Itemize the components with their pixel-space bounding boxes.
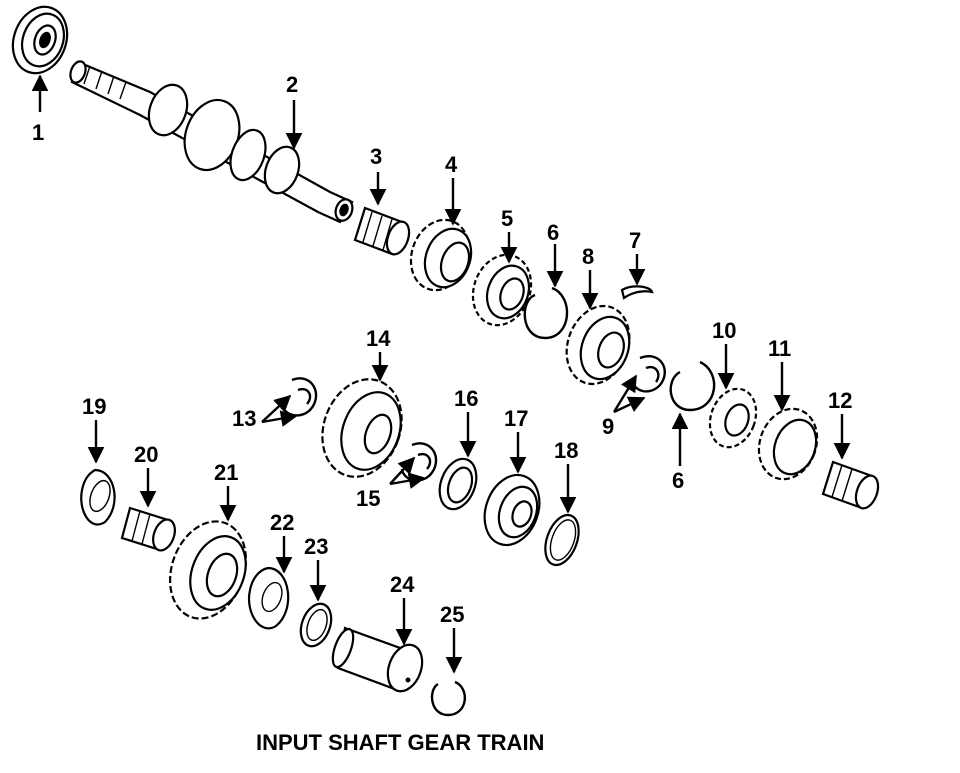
callout-25: 25 bbox=[440, 602, 464, 627]
callout-15: 15 bbox=[356, 486, 380, 511]
needle-bearing-part-3[interactable] bbox=[353, 206, 413, 257]
callout-20: 20 bbox=[134, 442, 158, 467]
callout-4: 4 bbox=[445, 152, 458, 177]
callout-2: 2 bbox=[286, 72, 298, 97]
diagram-title: INPUT SHAFT GEAR TRAIN bbox=[256, 730, 544, 755]
gear-part-11[interactable] bbox=[749, 401, 826, 488]
snap-ring-part-9[interactable] bbox=[630, 355, 666, 393]
callout-18: 18 bbox=[554, 438, 578, 463]
thrust-washer-part-19[interactable] bbox=[80, 468, 116, 526]
shim-part-18[interactable] bbox=[539, 510, 585, 569]
callout-1: 1 bbox=[32, 120, 44, 145]
input-shaft-part-2[interactable] bbox=[68, 59, 356, 224]
shaft-sleeve-part-24[interactable] bbox=[329, 626, 429, 696]
gear-part-14[interactable] bbox=[309, 368, 415, 488]
snap-ring-part-6b[interactable] bbox=[669, 360, 716, 412]
callout-6a: 6 bbox=[547, 220, 559, 245]
gear-part-21[interactable] bbox=[157, 511, 259, 630]
synchro-ring-part-16[interactable] bbox=[433, 454, 483, 514]
callout-14: 14 bbox=[366, 326, 391, 351]
callout-9: 9 bbox=[602, 414, 614, 439]
key-part-7[interactable] bbox=[620, 285, 654, 300]
bearing-part-1[interactable] bbox=[4, 0, 76, 81]
bearing-part-17[interactable] bbox=[475, 467, 548, 552]
snap-ring-part-6a[interactable] bbox=[523, 286, 569, 340]
callout-16: 16 bbox=[454, 386, 478, 411]
callout-7: 7 bbox=[629, 228, 641, 253]
callout-22: 22 bbox=[270, 510, 294, 535]
callout-5: 5 bbox=[501, 206, 513, 231]
synchro-hub-part-5[interactable] bbox=[463, 247, 540, 334]
gear-part-8[interactable] bbox=[556, 297, 640, 393]
callout-6b: 6 bbox=[672, 468, 684, 493]
callout-21: 21 bbox=[214, 460, 238, 485]
callout-8: 8 bbox=[582, 244, 594, 269]
callout-13: 13 bbox=[232, 406, 256, 431]
callout-23: 23 bbox=[304, 534, 328, 559]
callout-24: 24 bbox=[390, 572, 415, 597]
seal-ring-part-23[interactable] bbox=[295, 600, 336, 651]
synchro-hub-part-10[interactable] bbox=[702, 382, 764, 453]
callout-17: 17 bbox=[504, 406, 528, 431]
needle-bearing-part-12[interactable] bbox=[821, 460, 882, 511]
leader-lines bbox=[31, 74, 851, 674]
snap-ring-part-15[interactable] bbox=[400, 442, 438, 482]
snap-ring-part-13[interactable] bbox=[280, 377, 318, 417]
gear-part-4[interactable] bbox=[401, 212, 479, 299]
callout-12: 12 bbox=[828, 388, 852, 413]
callout-10: 10 bbox=[712, 318, 736, 343]
callout-19: 19 bbox=[82, 394, 106, 419]
callout-3: 3 bbox=[370, 144, 382, 169]
needle-bearing-part-20[interactable] bbox=[120, 506, 179, 553]
snap-ring-part-25[interactable] bbox=[430, 680, 466, 717]
callout-labels: 1 2 3 4 5 6 7 8 9 10 6 11 12 13 14 15 16… bbox=[32, 72, 852, 627]
thrust-washer-part-22[interactable] bbox=[247, 566, 290, 630]
callout-11: 11 bbox=[768, 336, 791, 361]
